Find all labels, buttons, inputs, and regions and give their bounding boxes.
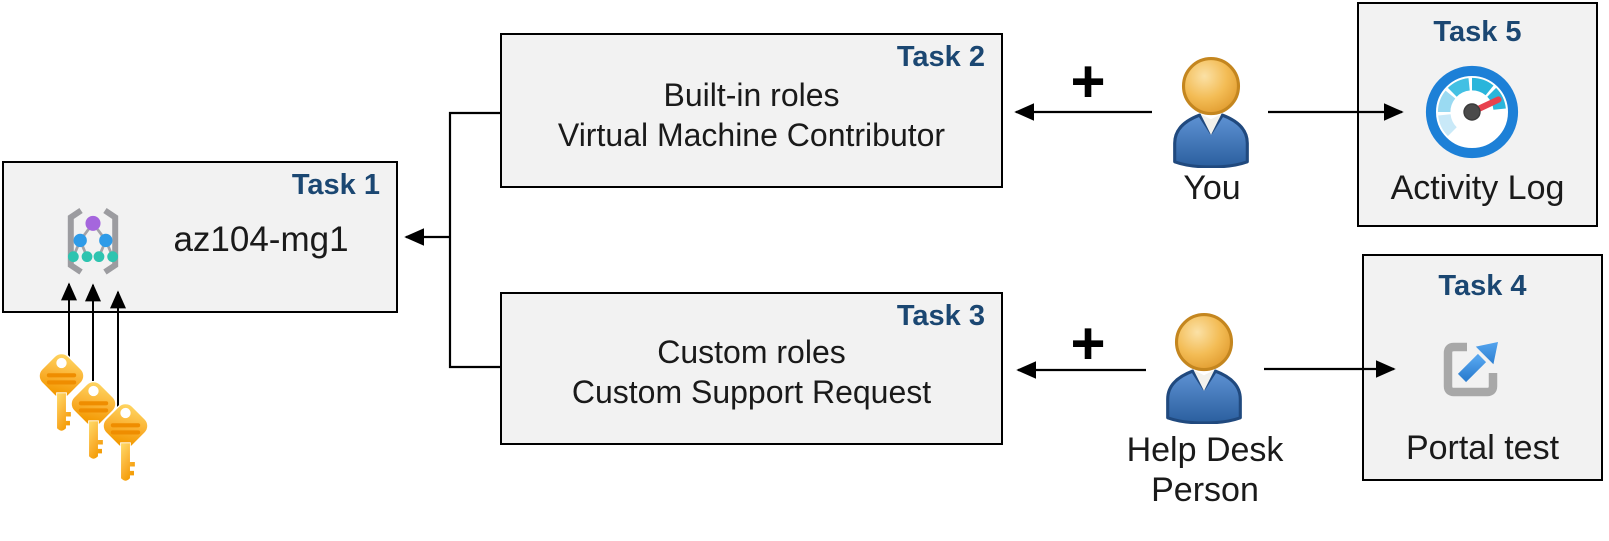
task4-badge: Task 4 [1438, 270, 1527, 302]
external-link-icon [1443, 342, 1498, 397]
gauge-icon [1425, 65, 1519, 159]
key-icon [70, 380, 117, 460]
you-label: You [1183, 169, 1241, 207]
task3-text: Custom roles Custom Support Request [502, 332, 1001, 412]
task2-box: Task 2 Built-in roles Virtual Machine Co… [500, 33, 1003, 188]
person-helpdesk-icon [1166, 313, 1242, 424]
task5-caption: Activity Log [1390, 169, 1565, 207]
task1-box: Task 1 az104-mg1 [2, 161, 398, 313]
task5-badge: Task 5 [1433, 16, 1522, 48]
plus-icon: + [1070, 48, 1106, 115]
task4-caption: Portal test [1405, 429, 1560, 467]
management-group-icon [67, 208, 119, 275]
person-you-icon [1173, 57, 1249, 168]
task2-line1: Built-in roles [663, 77, 840, 113]
task1-badge: Task 1 [291, 169, 380, 201]
key-icon [38, 352, 85, 432]
task2-badge: Task 2 [896, 41, 985, 73]
helpdesk-label-line1: Help Desk [1126, 431, 1284, 469]
task5-box: Task 5 Activity Log [1357, 2, 1598, 227]
helpdesk-label: Help Desk Person [1105, 430, 1305, 510]
task3-line1: Custom roles [657, 334, 846, 370]
task4-box: Task 4 Portal test [1362, 254, 1603, 481]
task2-line2: Virtual Machine Contributor [557, 117, 946, 153]
task3-box: Task 3 Custom roles Custom Support Reque… [500, 292, 1003, 445]
branch-connector [448, 111, 500, 369]
task3-badge: Task 3 [896, 300, 985, 332]
plus-icon: + [1070, 310, 1106, 377]
helpdesk-label-line2: Person [1151, 471, 1259, 509]
task1-label: az104-mg1 [173, 220, 349, 259]
key-icon [102, 402, 149, 482]
task3-line2: Custom Support Request [571, 374, 932, 410]
task2-text: Built-in roles Virtual Machine Contribut… [502, 75, 1001, 155]
